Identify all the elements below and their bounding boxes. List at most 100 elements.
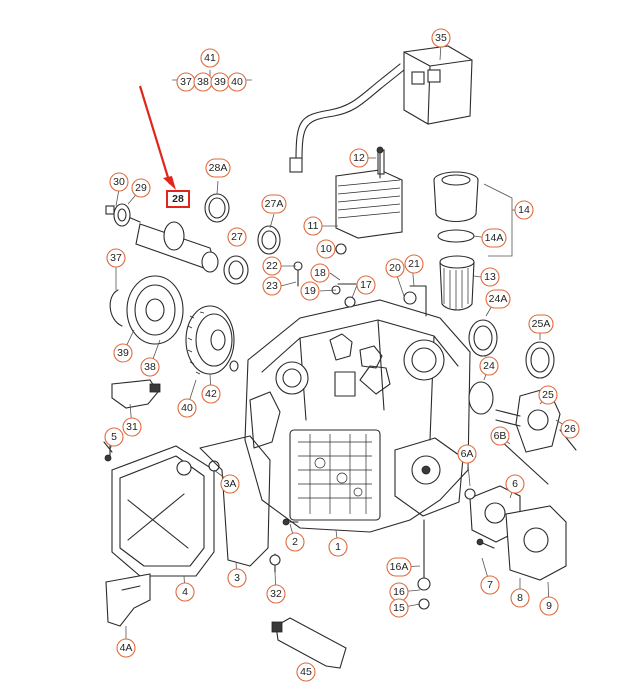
callout-number: 12: [353, 152, 365, 164]
callout-30: 30: [109, 172, 129, 192]
callout-ring: [505, 474, 525, 494]
callout-11: 11: [303, 216, 323, 236]
callout-ring: [480, 267, 500, 287]
callout-number: 28A: [209, 162, 228, 174]
callout-number: 27: [231, 231, 243, 243]
callout-40g: 40: [227, 72, 247, 92]
callout-ring: [266, 584, 286, 604]
callout-ring: [514, 200, 534, 220]
callout-number: 20: [389, 262, 401, 274]
callout-number: 28: [172, 193, 184, 205]
callout-1: 1: [328, 537, 348, 557]
callout-number: 5: [111, 431, 117, 443]
callout-40: 40: [177, 398, 197, 418]
control-unit-box: [403, 45, 473, 125]
callout-24a: 24A: [485, 289, 511, 309]
callout-25a: 25A: [528, 314, 554, 334]
callout-ring: [431, 28, 451, 48]
callout-ring: [227, 227, 247, 247]
callout-number: 41: [204, 52, 216, 64]
transmission-housing: [244, 299, 471, 533]
callout-27: 27: [227, 227, 247, 247]
callout-number: 27A: [265, 198, 284, 210]
callout-ring: [560, 419, 580, 439]
callout-number: 16: [393, 586, 405, 598]
callout-ring: [479, 356, 499, 376]
callout-45: 45: [296, 662, 316, 682]
callout-ring: [262, 256, 282, 276]
callout-3: 3: [227, 568, 247, 588]
callout-number: 42: [205, 388, 217, 400]
callout-number: 4: [182, 586, 188, 598]
breather-hose: [289, 63, 405, 173]
callout-25: 25: [538, 385, 558, 405]
callout-number: 10: [320, 243, 332, 255]
callout-28: 28: [166, 190, 190, 208]
callout-number: 18: [314, 267, 326, 279]
callout-number: 31: [126, 421, 138, 433]
callout-ring: [200, 48, 220, 68]
callout-number: 22: [266, 260, 278, 272]
callout-ring: [457, 444, 477, 464]
callout-number: 16A: [390, 561, 409, 573]
callout-18: 18: [310, 263, 330, 283]
callout-5: 5: [104, 427, 124, 447]
callout-13: 13: [480, 267, 500, 287]
callout-number: 39: [214, 76, 226, 88]
callout-ring: [538, 385, 558, 405]
callout-37g: 37: [176, 72, 196, 92]
callout-ring: [220, 474, 240, 494]
filter-housing: [433, 171, 479, 311]
callout-number: 30: [113, 176, 125, 188]
callout-ring: [528, 314, 554, 334]
callout-12: 12: [349, 148, 369, 168]
callout-ring: [356, 275, 376, 295]
callout-ring: [262, 276, 282, 296]
sensor: [111, 379, 161, 409]
callout-number: 19: [304, 285, 316, 297]
callout-ring: [285, 532, 305, 552]
callout-ring: [316, 239, 336, 259]
callout-number: 37: [110, 252, 122, 264]
callout-number: 7: [487, 579, 493, 591]
callout-3a: 3A: [220, 474, 240, 494]
callout-number: 25: [542, 389, 554, 401]
callout-ring: [303, 216, 323, 236]
callout-ring: [113, 343, 133, 363]
callout-ring: [539, 596, 559, 616]
callout-number: 24: [483, 360, 495, 372]
callout-number: 11: [308, 220, 319, 232]
callout-26: 26: [560, 419, 580, 439]
callout-number: 45: [300, 666, 312, 678]
callout-31: 31: [122, 417, 142, 437]
mounting-bracket: [105, 573, 151, 627]
callout-14: 14: [514, 200, 534, 220]
callout-number: 6: [512, 478, 518, 490]
callout-number: 26: [564, 423, 576, 435]
callout-ring: [261, 194, 287, 214]
callout-10: 10: [316, 239, 336, 259]
callout-39: 39: [113, 343, 133, 363]
callout-ring: [106, 248, 126, 268]
callout-ring: [300, 281, 320, 301]
callout-number: 3A: [224, 478, 237, 490]
callout-28a: 28A: [205, 158, 231, 178]
callout-ring: [116, 638, 136, 658]
callout-ring: [296, 662, 316, 682]
callout-6a: 6A: [457, 444, 477, 464]
callout-ring: [481, 228, 507, 248]
clutch-assembly: [109, 275, 239, 375]
callout-ring: [205, 158, 231, 178]
callout-number: 14A: [485, 232, 504, 244]
callout-27a: 27A: [261, 194, 287, 214]
callout-number: 37: [180, 76, 192, 88]
callout-14a: 14A: [481, 228, 507, 248]
callout-41: 41: [200, 48, 220, 68]
callout-24: 24: [479, 356, 499, 376]
callout-15: 15: [389, 598, 409, 618]
callout-number: 15: [393, 602, 405, 614]
callout-9: 9: [539, 596, 559, 616]
callout-29: 29: [131, 178, 151, 198]
